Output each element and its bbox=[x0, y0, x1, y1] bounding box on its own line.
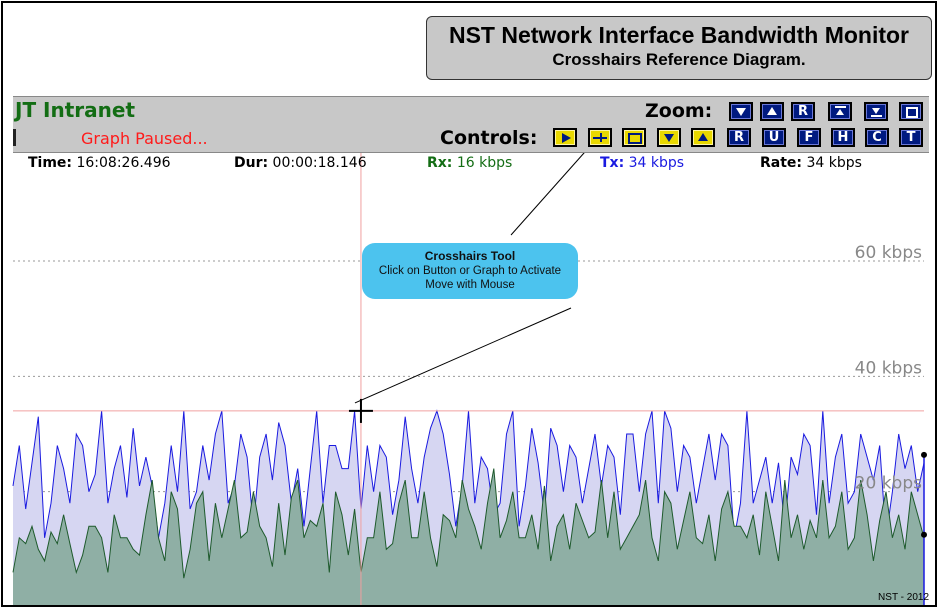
interface-name: JT Intranet bbox=[15, 98, 136, 122]
zoom-bottom-button[interactable] bbox=[864, 102, 888, 121]
rate-label: Rate: bbox=[760, 155, 803, 171]
zoom-down-button[interactable] bbox=[729, 102, 753, 121]
play-button[interactable] bbox=[553, 128, 577, 147]
play-icon bbox=[562, 133, 571, 143]
title-box: NST Network Interface Bandwidth Monitor … bbox=[426, 16, 932, 80]
control-f-label: F bbox=[804, 130, 814, 145]
control-u-label: U bbox=[768, 130, 780, 145]
zoom-reset-label: R bbox=[797, 104, 808, 119]
zoom-top-bar-icon bbox=[835, 106, 846, 108]
rx-stat: Rx: 16 kbps bbox=[427, 155, 512, 171]
control-t-button[interactable]: T bbox=[899, 128, 923, 147]
graph-status: Graph Paused... bbox=[81, 129, 208, 148]
tx-value: 34 kbps bbox=[628, 155, 685, 171]
crosshairs-button[interactable] bbox=[588, 128, 612, 147]
control-u-button[interactable]: U bbox=[762, 128, 786, 147]
zoom-top-button[interactable] bbox=[828, 102, 852, 121]
rate-value: 34 kbps bbox=[806, 155, 862, 171]
diagram-subtitle: Crosshairs Reference Diagram. bbox=[552, 50, 806, 69]
y-tick-label-20: 20 kbps bbox=[855, 474, 922, 494]
rx-edge-dot bbox=[921, 531, 927, 538]
credit-text: NST - 2012 bbox=[878, 592, 929, 603]
callout-pointer-to-graph bbox=[354, 307, 572, 404]
control-c-button[interactable]: C bbox=[865, 128, 889, 147]
zoom-bottom-bar-icon bbox=[871, 115, 882, 117]
zoom-down-icon bbox=[736, 108, 746, 116]
stats-row: Time: 16:08:26.496 Dur: 00:00:18.146 Rx:… bbox=[13, 153, 929, 175]
control-h-button[interactable]: H bbox=[831, 128, 855, 147]
square-icon bbox=[906, 107, 918, 118]
zoom-label: Zoom: bbox=[645, 100, 713, 122]
rx-value: 16 kbps bbox=[456, 155, 513, 171]
duration-stat: Dur: 00:00:18.146 bbox=[234, 155, 367, 171]
callout-line-1: Click on Button or Graph to Activate bbox=[378, 265, 562, 277]
time-value: 16:08:26.496 bbox=[76, 155, 171, 171]
time-label: Time: bbox=[28, 155, 73, 171]
control-t-label: T bbox=[906, 130, 916, 145]
callout-line-2: Move with Mouse bbox=[425, 279, 515, 291]
diagram-title: NST Network Interface Bandwidth Monitor bbox=[448, 22, 910, 48]
scale-down-button[interactable] bbox=[657, 128, 681, 147]
zoom-up-button[interactable] bbox=[760, 102, 784, 121]
rx-label: Rx: bbox=[427, 155, 453, 171]
triangle-down-icon bbox=[664, 134, 674, 142]
select-region-button[interactable] bbox=[622, 128, 646, 147]
control-c-label: C bbox=[872, 130, 882, 145]
zoom-up-icon bbox=[767, 107, 777, 115]
callout-title: Crosshairs Tool bbox=[424, 249, 516, 263]
scale-up-button[interactable] bbox=[691, 128, 715, 147]
rate-stat: Rate: 34 kbps bbox=[760, 155, 862, 171]
control-f-button[interactable]: F bbox=[797, 128, 821, 147]
y-tick-label-60: 60 kbps bbox=[855, 243, 922, 263]
crosshairs-vertical-icon bbox=[600, 133, 602, 142]
rectangle-icon bbox=[628, 133, 642, 144]
tx-edge-dot bbox=[921, 451, 927, 458]
tx-stat: Tx: 34 kbps bbox=[600, 155, 684, 171]
bandwidth-graph[interactable]: 20 kbps 40 kbps 60 kbps bbox=[3, 3, 937, 607]
duration-value: 00:00:18.146 bbox=[272, 155, 367, 171]
zoom-top-icon bbox=[836, 109, 844, 115]
control-r-button[interactable]: R bbox=[727, 128, 751, 147]
duration-label: Dur: bbox=[234, 155, 269, 171]
monitor-toolbar: JT Intranet Graph Paused... Zoom: Contro… bbox=[13, 96, 929, 153]
triangle-up-icon bbox=[698, 133, 708, 141]
zoom-bottom-icon bbox=[872, 108, 880, 114]
controls-label: Controls: bbox=[440, 127, 538, 149]
zoom-reset-button[interactable]: R bbox=[791, 102, 815, 121]
callout-pointer-to-button bbox=[510, 143, 593, 236]
rx-series-line bbox=[12, 468, 925, 579]
rx-series-area bbox=[13, 468, 924, 605]
zoom-fit-button[interactable] bbox=[899, 102, 923, 121]
control-h-label: H bbox=[837, 130, 849, 145]
crosshairs-callout: Crosshairs Tool Click on Button or Graph… bbox=[362, 243, 578, 299]
time-stat: Time: 16:08:26.496 bbox=[28, 155, 171, 171]
y-tick-label-40: 40 kbps bbox=[855, 358, 922, 378]
toolbar-left-marker bbox=[13, 129, 16, 146]
control-r-label: R bbox=[733, 130, 744, 145]
tx-label: Tx: bbox=[600, 155, 625, 171]
